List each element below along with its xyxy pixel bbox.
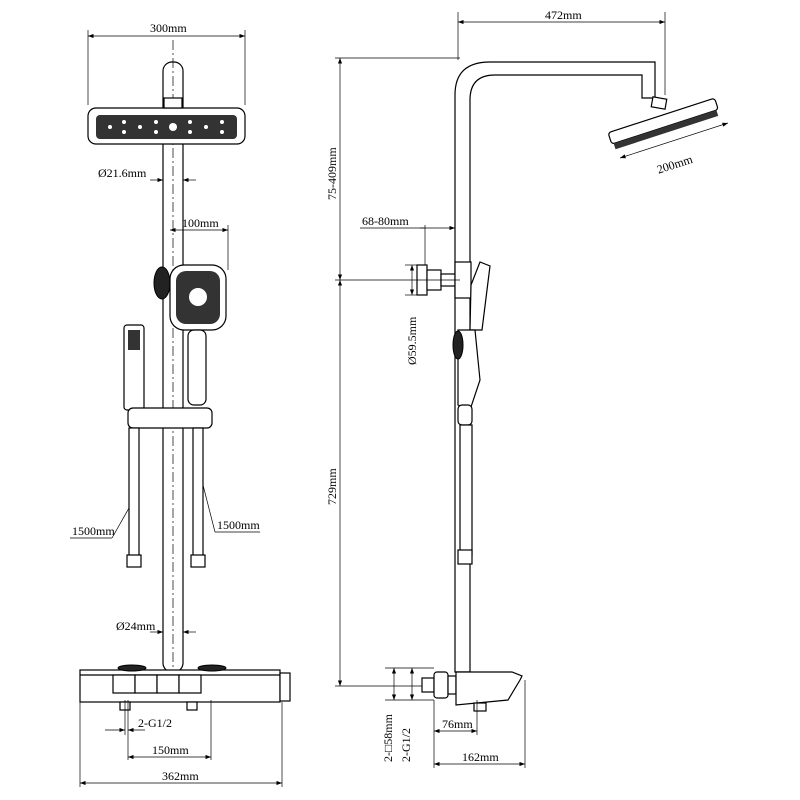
riser-and-arm bbox=[454, 61, 656, 673]
hand-shower-side bbox=[457, 329, 481, 411]
dim-arm-reach: 472mm bbox=[545, 8, 582, 22]
hose-left bbox=[128, 427, 140, 559]
slide-bracket bbox=[127, 407, 213, 429]
side-view: 200mm 472mm 75-409mm 68-80mm Ø59.5mm bbox=[325, 8, 729, 768]
dim-flange-size: 2-□58mm bbox=[381, 713, 395, 762]
dim-lower-pipe-diameter: Ø24mm bbox=[116, 619, 156, 633]
dim-eccentric-range: 68-80mm bbox=[362, 214, 409, 228]
thermostatic-console bbox=[79, 664, 291, 711]
dim-side-inlet-thread: 2-G1/2 bbox=[399, 728, 413, 762]
dim-spout-offset: 76mm bbox=[442, 717, 473, 731]
console-spout-side bbox=[421, 671, 523, 712]
dim-inlet-thread: 2-G1/2 bbox=[138, 716, 172, 730]
dim-riser-height: 729mm bbox=[325, 468, 339, 505]
slim-hand-shower bbox=[123, 324, 145, 411]
dim-knob-diameter: Ø59.5mm bbox=[405, 316, 419, 365]
dim-height-adjust: 75-409mm bbox=[325, 147, 339, 200]
dim-console-width: 362mm bbox=[162, 769, 199, 783]
diverter-knob-side bbox=[416, 261, 491, 331]
dim-hose-right: 1500mm bbox=[217, 518, 260, 532]
dim-head-diameter: 200mm bbox=[655, 152, 695, 177]
hose-right bbox=[192, 427, 204, 559]
dim-spout-length: 162mm bbox=[462, 750, 499, 764]
dim-head-width: 300mm bbox=[150, 21, 187, 35]
dim-inlet-spacing: 150mm bbox=[152, 743, 189, 757]
dim-riser-diameter: Ø21.6mm bbox=[98, 166, 147, 180]
overhead-shower-head bbox=[87, 97, 246, 145]
dim-hose-left: 1500mm bbox=[72, 524, 115, 538]
front-view: 300mm Ø21.6mm 100mm 1500mm 1500mm bbox=[70, 21, 291, 787]
hand-shower bbox=[153, 264, 227, 406]
dim-handshower-width: 100mm bbox=[182, 216, 219, 230]
